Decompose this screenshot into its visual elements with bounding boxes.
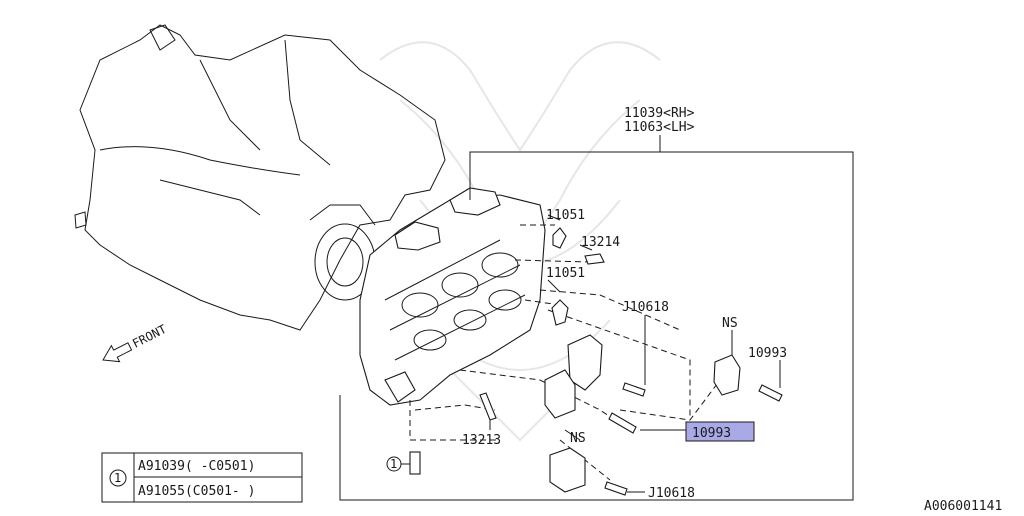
bolt-j10618-b bbox=[604, 481, 628, 496]
seal-11051-b bbox=[551, 299, 569, 326]
front-arrow: FRONT bbox=[102, 322, 169, 363]
label-leaders bbox=[489, 214, 781, 493]
legend-row-2: A91055(C0501- ) bbox=[138, 484, 255, 499]
assembly-frame bbox=[339, 135, 854, 501]
label-11051-bottom: 11051 bbox=[546, 266, 585, 281]
label-j10618-upper: J10618 bbox=[622, 300, 669, 315]
bolt-10993-a bbox=[758, 384, 783, 402]
highlight-box[interactable] bbox=[685, 421, 755, 442]
label-10993-highlighted[interactable]: 10993 bbox=[692, 426, 731, 441]
highlighted-part-10993[interactable]: 10993 bbox=[685, 421, 755, 442]
bolt-j10618-a bbox=[622, 382, 646, 397]
small-parts bbox=[409, 227, 783, 496]
legend-row-1: A91039( -C0501) bbox=[138, 459, 255, 474]
legend-table: 1 A91039( -C0501) A91055(C0501- ) bbox=[101, 452, 303, 503]
label-ns-lower: NS bbox=[570, 431, 586, 446]
legend-circle-symbol bbox=[109, 469, 127, 487]
label-10993-upper: 10993 bbox=[748, 346, 787, 361]
seal-11051-a bbox=[552, 227, 567, 249]
bolt-10993-b bbox=[608, 412, 637, 434]
circle-ref-marker: 1 bbox=[386, 456, 410, 472]
label-13213: 13213 bbox=[462, 433, 501, 448]
cam-cap-bottom bbox=[549, 447, 586, 493]
engine-block-drawing bbox=[74, 24, 446, 331]
cam-cap-lower bbox=[544, 369, 576, 419]
legend-symbol: 1 bbox=[114, 471, 121, 485]
label-11039-rh: 11039<RH> bbox=[624, 106, 695, 121]
pin-13214 bbox=[584, 253, 605, 265]
pin-13213 bbox=[479, 392, 497, 421]
label-j10618-lower: J10618 bbox=[648, 486, 695, 501]
label-11063-lh: 11063<LH> bbox=[624, 120, 695, 135]
circle-ref-number: 1 bbox=[390, 457, 397, 471]
figure-id: A006001141 bbox=[924, 499, 1002, 512]
label-ns-upper: NS bbox=[722, 316, 738, 331]
stud-bolt bbox=[409, 451, 421, 475]
front-label: FRONT bbox=[130, 322, 169, 351]
label-11051-top: 11051 bbox=[546, 208, 585, 223]
cylinder-head-drawing bbox=[359, 187, 546, 406]
label-13214: 13214 bbox=[581, 235, 620, 250]
cam-cap-ns bbox=[713, 354, 741, 396]
